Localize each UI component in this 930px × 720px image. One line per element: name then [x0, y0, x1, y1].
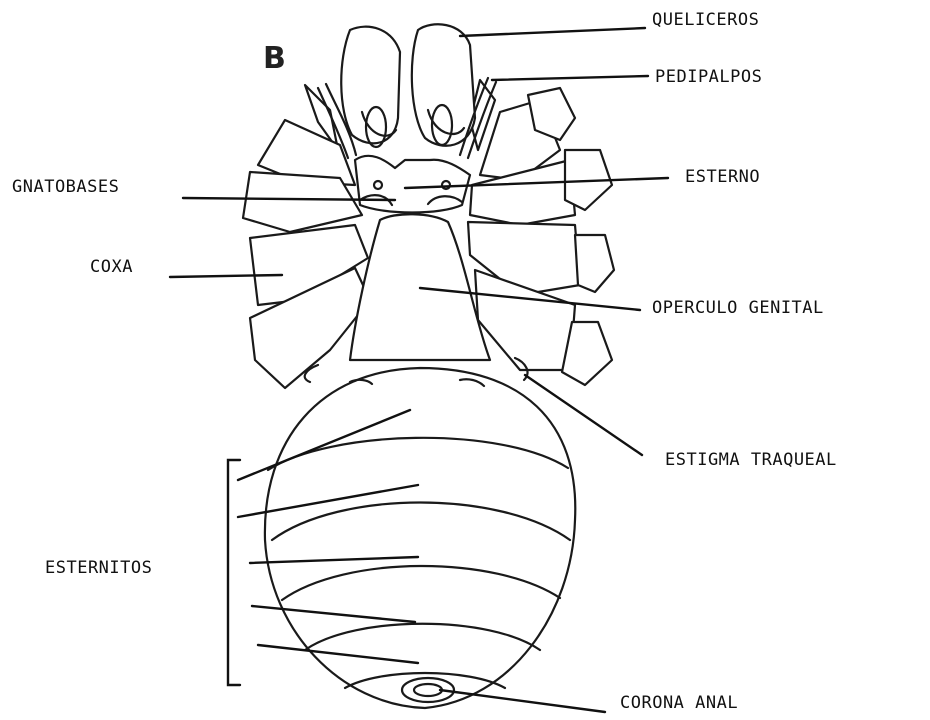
- label-corona-anal: CORONA ANAL: [620, 693, 738, 713]
- opisthosoma: [265, 368, 575, 708]
- panel-letter: B: [263, 41, 286, 76]
- label-estigma-traqueal: ESTIGMA TRAQUEAL: [665, 450, 837, 470]
- sternum-region: [355, 156, 470, 213]
- label-esterno: ESTERNO: [685, 167, 760, 187]
- label-operculo-genital: OPERCULO GENITAL: [652, 298, 824, 318]
- label-coxa: COXA: [90, 257, 133, 277]
- label-gnatobases: GNATOBASES: [12, 177, 119, 197]
- label-queliceros: QUELICEROS: [652, 10, 759, 30]
- label-esternitos: ESTERNITOS: [45, 558, 152, 578]
- chelicerae: [341, 24, 475, 147]
- label-pedipalpos: PEDIPALPOS: [655, 67, 762, 87]
- right-legs: [468, 80, 614, 385]
- specimen-drawing: [243, 24, 614, 708]
